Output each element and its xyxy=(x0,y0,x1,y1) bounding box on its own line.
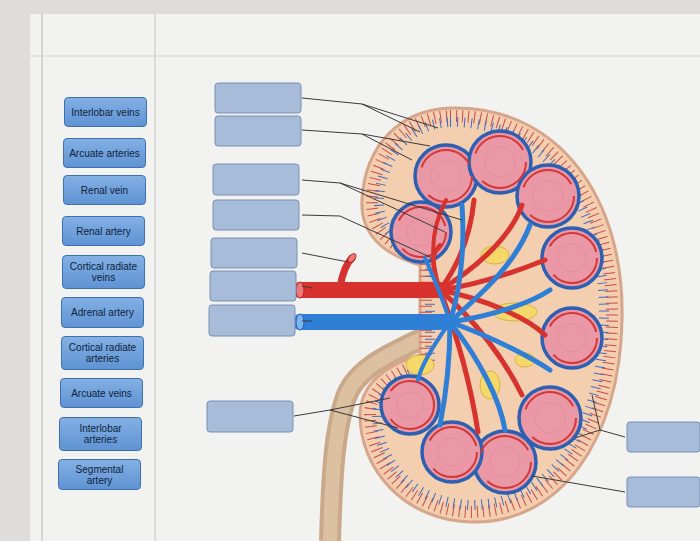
label-box: Renal vein xyxy=(63,175,146,205)
panel-line xyxy=(30,56,700,57)
label-box: Adrenal artery xyxy=(61,297,144,328)
label-text: Segmental artery xyxy=(63,464,136,486)
answer-box xyxy=(207,83,700,507)
vessel-end xyxy=(346,252,357,264)
label-text: Interlobar veins xyxy=(71,107,139,118)
panel-line xyxy=(42,14,43,541)
arteries xyxy=(300,200,545,432)
cortical-vessels xyxy=(370,116,612,512)
page-panel xyxy=(30,14,700,541)
label-text: Cortical radiate veins xyxy=(67,261,140,283)
label-text: Renal artery xyxy=(76,226,130,237)
label-text: Renal vein xyxy=(81,185,128,196)
renal-pyramids xyxy=(381,131,602,493)
label-text: Cortical radiate arteries xyxy=(66,342,139,364)
label-box: Arcuate arteries xyxy=(63,138,146,168)
label-box: Cortical radiate veins xyxy=(62,255,145,289)
label-box: Cortical radiate arteries xyxy=(61,336,144,370)
vessel-end xyxy=(296,314,304,330)
label-box: Interlobar veins xyxy=(64,97,147,127)
leader-line xyxy=(294,98,625,492)
label-box: Segmental artery xyxy=(58,459,141,490)
label-text: Interlobar arteries xyxy=(64,423,137,445)
cortical-vessels xyxy=(377,122,604,505)
label-text: Adrenal artery xyxy=(71,307,134,318)
vessel-end xyxy=(296,282,304,298)
label-box: Renal artery xyxy=(62,216,145,246)
label-box: Interlobar arteries xyxy=(59,417,142,451)
label-text: Arcuate arteries xyxy=(69,148,140,159)
label-box: Arcuate veins xyxy=(60,378,143,408)
label-text: Arcuate veins xyxy=(71,388,132,399)
panel-line xyxy=(155,14,156,541)
veins xyxy=(300,205,550,430)
